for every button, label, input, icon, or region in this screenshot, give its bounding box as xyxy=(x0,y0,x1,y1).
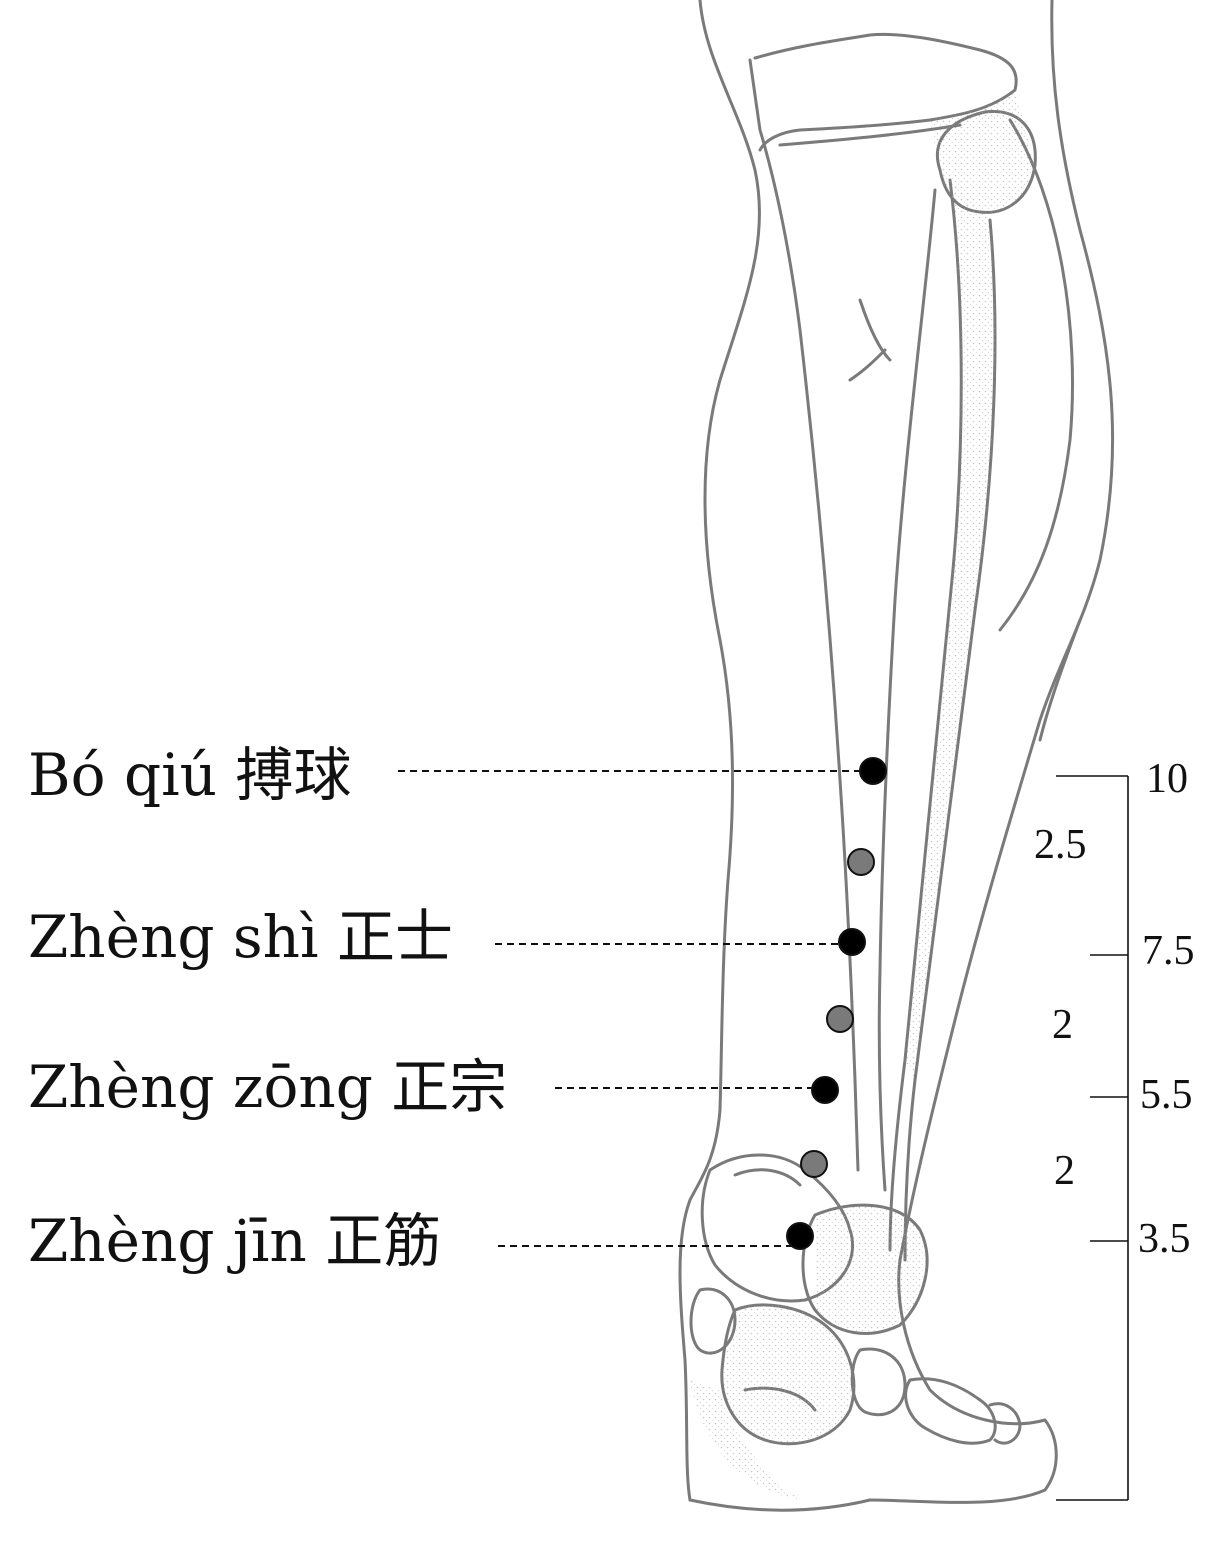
point-label-zheng-zong: Zhèng zōng 正宗 xyxy=(28,1058,507,1116)
point-hanzi: 搏球 xyxy=(235,741,352,809)
scale-segment-label: 2 xyxy=(1052,1002,1073,1048)
scale-tick-label: 3.5 xyxy=(1138,1216,1191,1262)
measurement-scale xyxy=(1056,775,1129,1501)
fibula-outline xyxy=(888,178,963,1252)
point-hanzi: 正宗 xyxy=(391,1053,508,1121)
acupoint-marker-zheng-zong xyxy=(811,1076,839,1104)
point-pinyin: Zhèng jīn xyxy=(28,1207,307,1275)
intermediate-marker xyxy=(826,1005,854,1033)
intermediate-marker xyxy=(847,848,875,876)
point-pinyin: Bó qiú xyxy=(28,741,218,809)
point-label-zheng-shi: Zhèng shì 正士 xyxy=(28,908,453,966)
tibia-outline xyxy=(748,58,860,1172)
point-label-bo-qiu: Bó qiú 搏球 xyxy=(28,746,351,804)
acupoint-marker-zheng-jin xyxy=(786,1222,814,1250)
scale-tick-label: 5.5 xyxy=(1140,1072,1193,1118)
intermediate-marker xyxy=(800,1150,828,1178)
acupoint-marker-bo-qiu xyxy=(859,757,887,785)
leg-outline-right xyxy=(868,0,1115,1504)
leg-outline-left xyxy=(678,0,762,1502)
scale-tick-label: 7.5 xyxy=(1142,928,1195,974)
heel-base xyxy=(688,1498,872,1512)
knee-plateau xyxy=(753,32,1018,152)
point-label-zheng-jin: Zhèng jīn 正筋 xyxy=(28,1212,441,1270)
point-pinyin: Zhèng zōng xyxy=(28,1053,373,1121)
point-hanzi: 正筋 xyxy=(325,1207,442,1275)
point-pinyin: Zhèng shì xyxy=(28,903,319,971)
scale-segment-label: 2.5 xyxy=(1034,822,1087,868)
acupoint-marker-zheng-shi xyxy=(838,928,866,956)
point-hanzi: 正士 xyxy=(337,903,454,971)
scale-segment-label: 2 xyxy=(1054,1148,1075,1194)
scale-tick-label: 10 xyxy=(1146,756,1188,802)
